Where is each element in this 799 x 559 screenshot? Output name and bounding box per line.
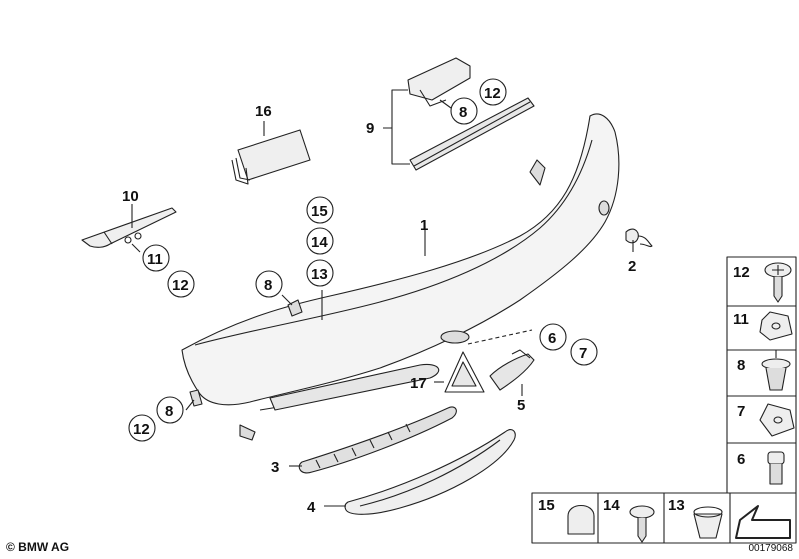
callout-circles: [128, 78, 598, 442]
parts-panel: [531, 256, 797, 544]
callout-3: 3: [271, 459, 279, 476]
panel-label-13: 13: [668, 497, 685, 514]
callout-13: 13: [311, 266, 328, 283]
panel-label-6: 6: [737, 451, 745, 468]
callout-12-top: 12: [484, 85, 501, 102]
panel-label-15: 15: [538, 497, 555, 514]
callout-1: 1: [420, 217, 428, 234]
callout-9: 9: [366, 120, 374, 137]
callout-15: 15: [311, 203, 328, 220]
callout-10: 10: [122, 188, 139, 205]
callout-4: 4: [307, 499, 316, 516]
sensor-holder-drawing: [625, 228, 653, 248]
callout-2: 2: [628, 258, 636, 275]
callout-6: 6: [548, 330, 556, 347]
panel-label-7: 7: [737, 403, 745, 420]
copyright-label: © BMW AG: [6, 540, 70, 554]
callout-12-mid: 12: [172, 277, 189, 294]
callout-labels: 1 2 3 4 5 6 7 8 8 8 9 10 11 12 12 12 13 …: [122, 85, 636, 516]
parts-panel-labels: 12 11 8 7 6 15 14 13: [538, 264, 750, 514]
callout-17: 17: [410, 375, 427, 392]
cover-panel-drawing: [231, 129, 311, 185]
reflector-grille-drawing: [298, 406, 457, 474]
upper-bracket-drawing: [407, 57, 535, 171]
callout-11: 11: [147, 251, 163, 268]
leader-lines: [131, 89, 634, 507]
callout-16: 16: [255, 103, 272, 120]
panel-label-11: 11: [733, 311, 749, 328]
panel-label-12: 12: [733, 264, 750, 281]
warning-triangle-drawing: [444, 351, 485, 393]
panel-label-8: 8: [737, 357, 745, 374]
panel-label-14: 14: [603, 497, 620, 514]
callout-8-left: 8: [165, 403, 173, 420]
side-bracket-drawing: [81, 207, 177, 248]
side-reflector-drawing: [489, 349, 535, 391]
callout-8-top: 8: [459, 104, 467, 121]
callout-7: 7: [579, 345, 587, 362]
callout-12-left: 12: [133, 421, 150, 438]
callout-5: 5: [517, 397, 525, 414]
callout-8-mid: 8: [264, 277, 272, 294]
trim-strip-drawing: [344, 429, 516, 515]
callout-14: 14: [311, 234, 328, 251]
drawing-number: 00179068: [748, 543, 794, 554]
rear-bumper-drawing: [181, 113, 620, 441]
